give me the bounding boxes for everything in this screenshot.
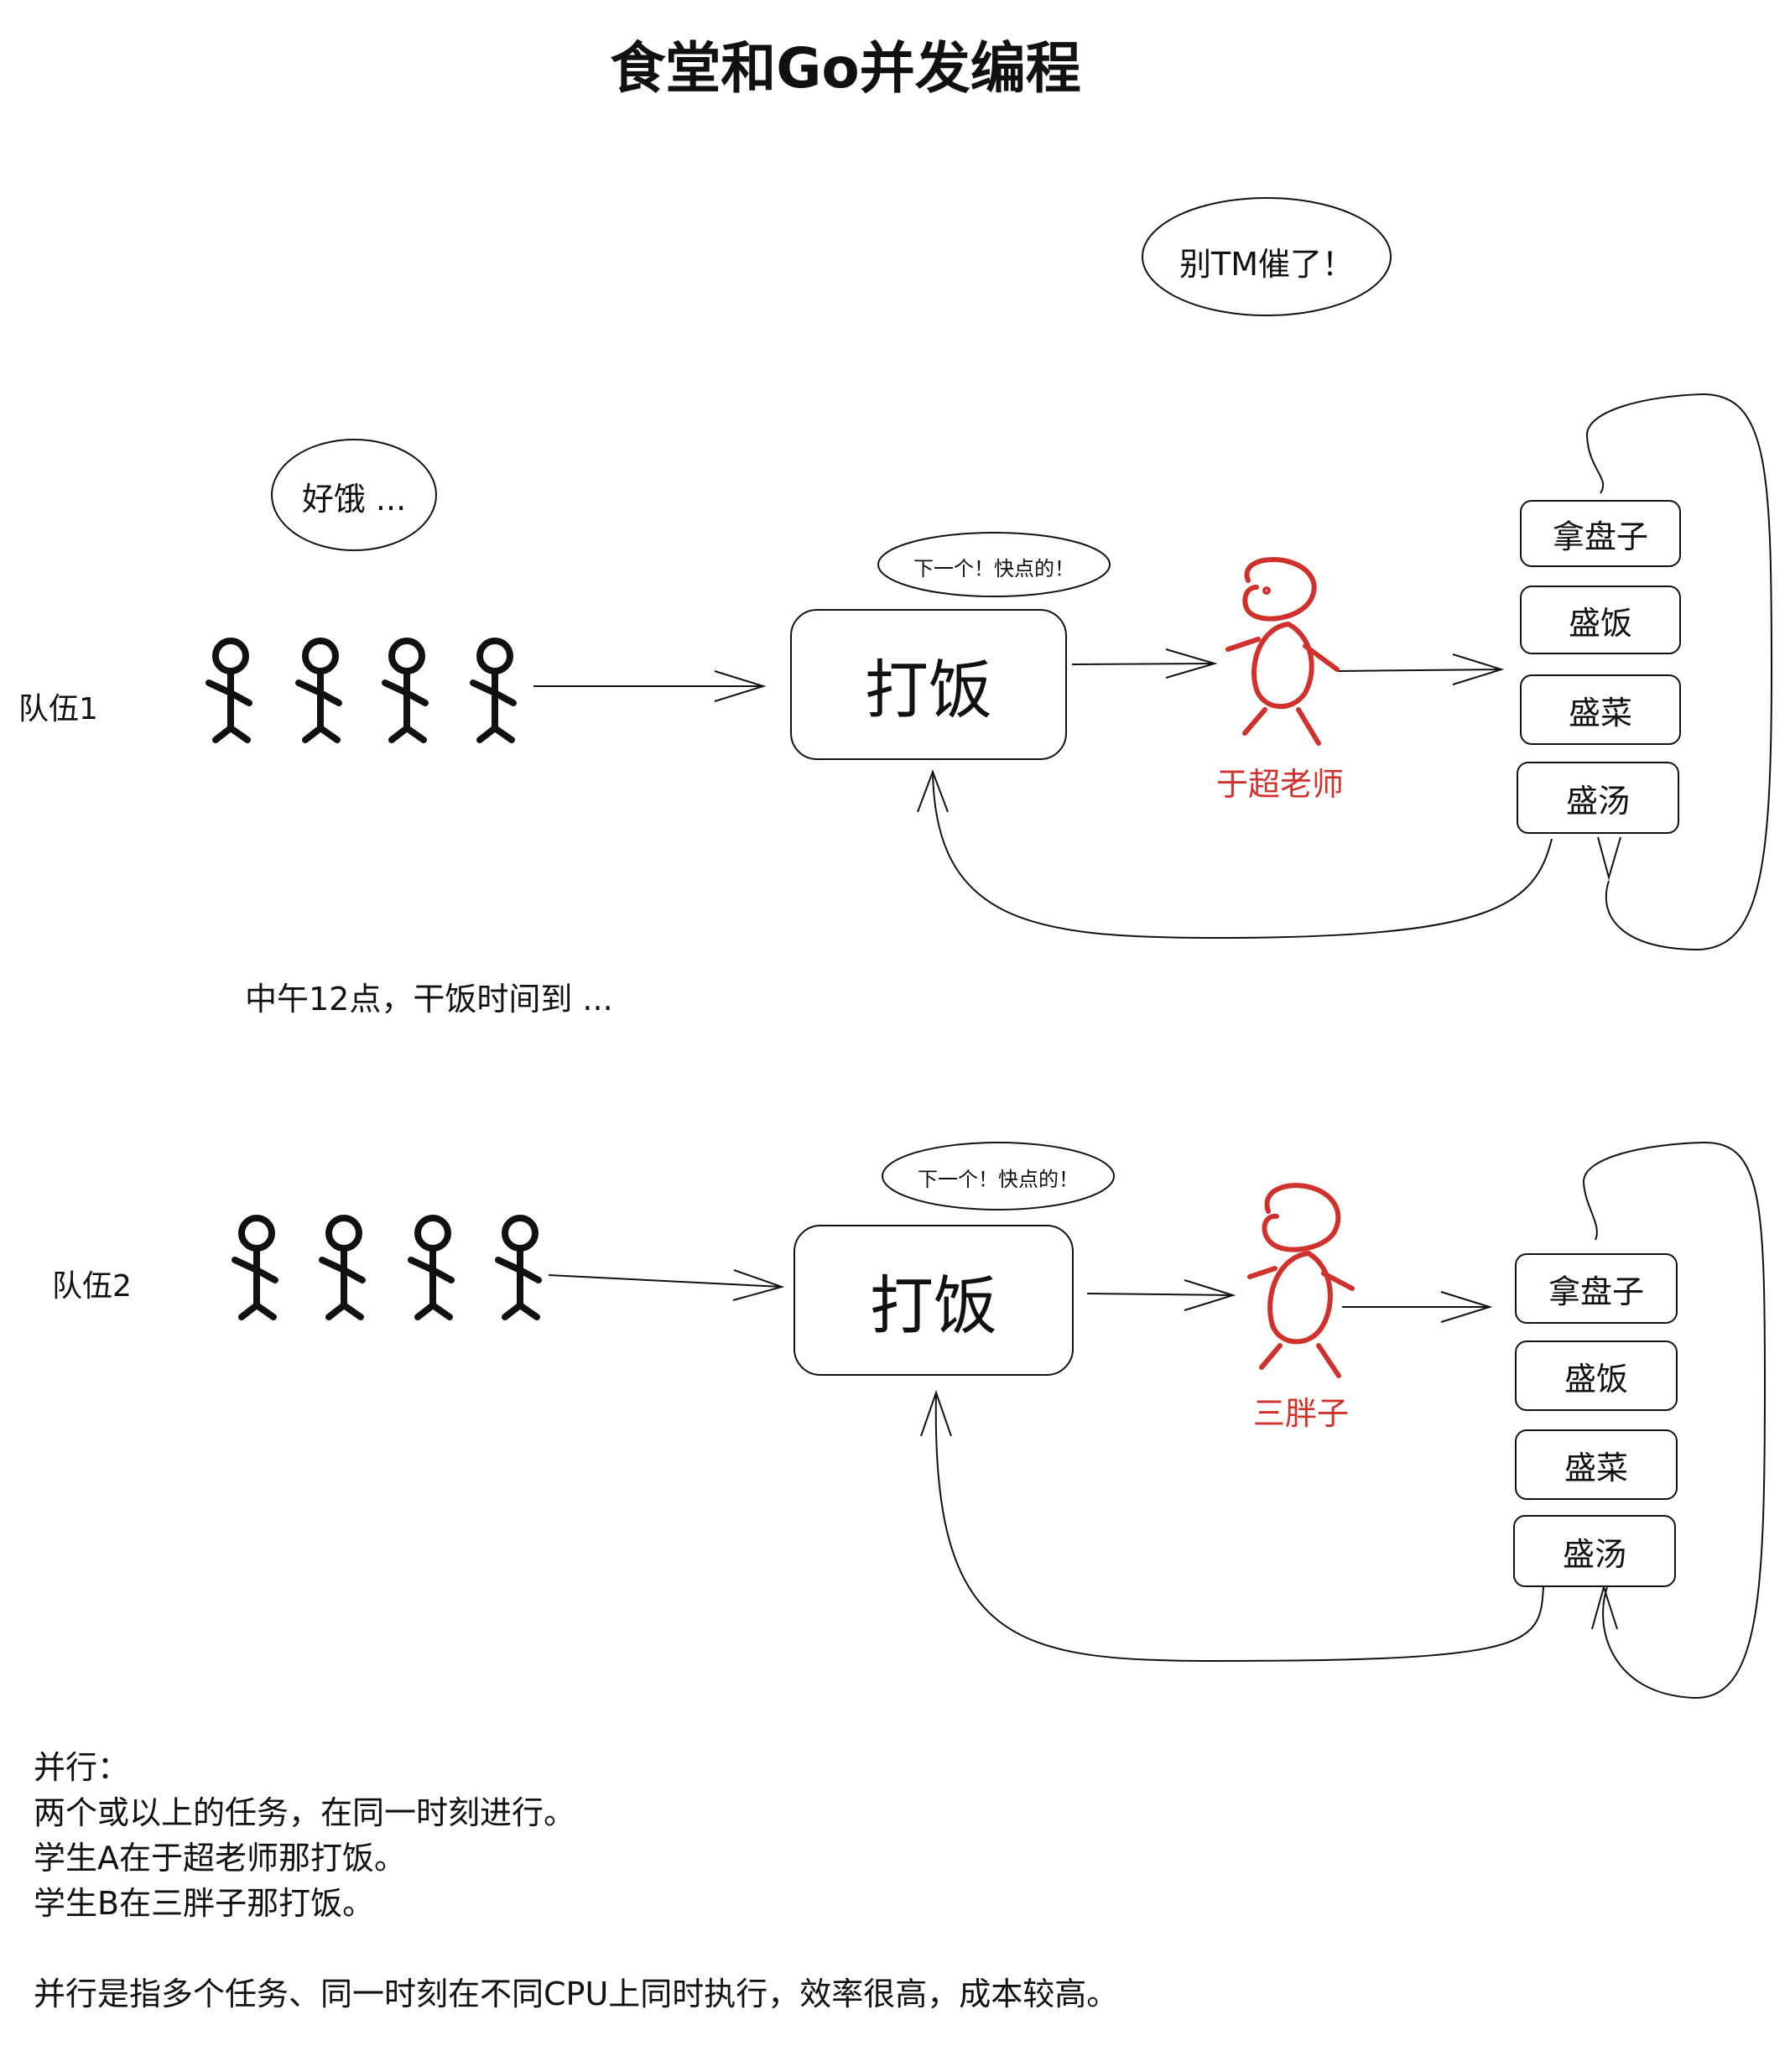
arrow-box1-to-worker bbox=[1071, 648, 1218, 679]
bubble-hurry-bottom-text: 下一个！快点的！ bbox=[918, 1168, 1079, 1191]
worker-name-2: 三胖子 bbox=[1253, 1395, 1350, 1432]
bubble-hurry-bottom bbox=[882, 1142, 1115, 1210]
queue1-label: 队伍1 bbox=[18, 692, 98, 726]
step-rice-2: 盛饭 bbox=[1515, 1341, 1678, 1411]
notes-summary: 并行是指多个任务、同一时刻在不同CPU上同时执行，效率很高，成本较高。 bbox=[34, 1976, 1119, 2012]
step-dish-1: 盛菜 bbox=[1520, 674, 1681, 745]
bubble-hurry-top bbox=[877, 532, 1111, 597]
student-figure bbox=[235, 1218, 275, 1317]
serve-box-1: 打饭 bbox=[790, 609, 1067, 760]
notes-line-1: 两个或以上的任务，在同一时刻进行。 bbox=[34, 1794, 576, 1831]
worker-figure-sanpangzi bbox=[1247, 1183, 1355, 1378]
loop-steps1-restart bbox=[1585, 393, 1773, 951]
step-take-plate-1: 拿盘子 bbox=[1520, 500, 1681, 567]
student-figure bbox=[322, 1218, 362, 1317]
arrow-queue2-to-box bbox=[548, 1269, 785, 1301]
worker-name-1: 于超老师 bbox=[1216, 766, 1345, 803]
student-figure bbox=[498, 1218, 539, 1317]
caption-noon: 中午12点，干饭时间到 ... bbox=[245, 981, 613, 1018]
bubble-dont-rush-text: 别TM催了！ bbox=[1179, 246, 1354, 283]
loop-steps2-back-to-box bbox=[920, 1389, 1544, 1663]
step-soup-1: 盛汤 bbox=[1517, 762, 1679, 834]
step-soup-2: 盛汤 bbox=[1513, 1515, 1676, 1587]
student-figure bbox=[411, 1218, 451, 1317]
page-title: 食堂和Go并发编程 bbox=[610, 36, 1081, 101]
step-take-plate-2: 拿盘子 bbox=[1515, 1253, 1678, 1324]
serve-box-2: 打饭 bbox=[794, 1225, 1074, 1376]
student-figure bbox=[473, 641, 513, 740]
student-figure bbox=[299, 641, 339, 740]
student-figure bbox=[209, 641, 249, 740]
arrow-worker1-to-steps bbox=[1337, 653, 1505, 685]
notes-line-3: 学生B在三胖子那打饭。 bbox=[34, 1885, 375, 1922]
bubble-dont-rush bbox=[1142, 197, 1392, 316]
bubble-hurry-top-text: 下一个！快点的！ bbox=[913, 557, 1075, 580]
arrow-worker2-to-steps bbox=[1342, 1291, 1493, 1323]
arrow-box2-to-worker bbox=[1086, 1279, 1236, 1311]
loop-steps1-back-to-box bbox=[917, 769, 1553, 940]
notes-heading: 并行： bbox=[34, 1749, 130, 1786]
notes-line-2: 学生A在于超老师那打饭。 bbox=[34, 1840, 406, 1877]
queue2-label: 队伍2 bbox=[52, 1269, 132, 1304]
bubble-hungry bbox=[271, 439, 437, 551]
worker-figure-yuchao bbox=[1225, 557, 1340, 746]
bubble-hungry-text: 好饿 ... bbox=[301, 481, 407, 518]
step-dish-2: 盛菜 bbox=[1515, 1429, 1678, 1500]
student-figure bbox=[385, 641, 425, 740]
loop-steps2-restart bbox=[1582, 1141, 1767, 1700]
arrow-queue1-to-box bbox=[533, 670, 767, 702]
step-rice-1: 盛饭 bbox=[1520, 586, 1681, 654]
